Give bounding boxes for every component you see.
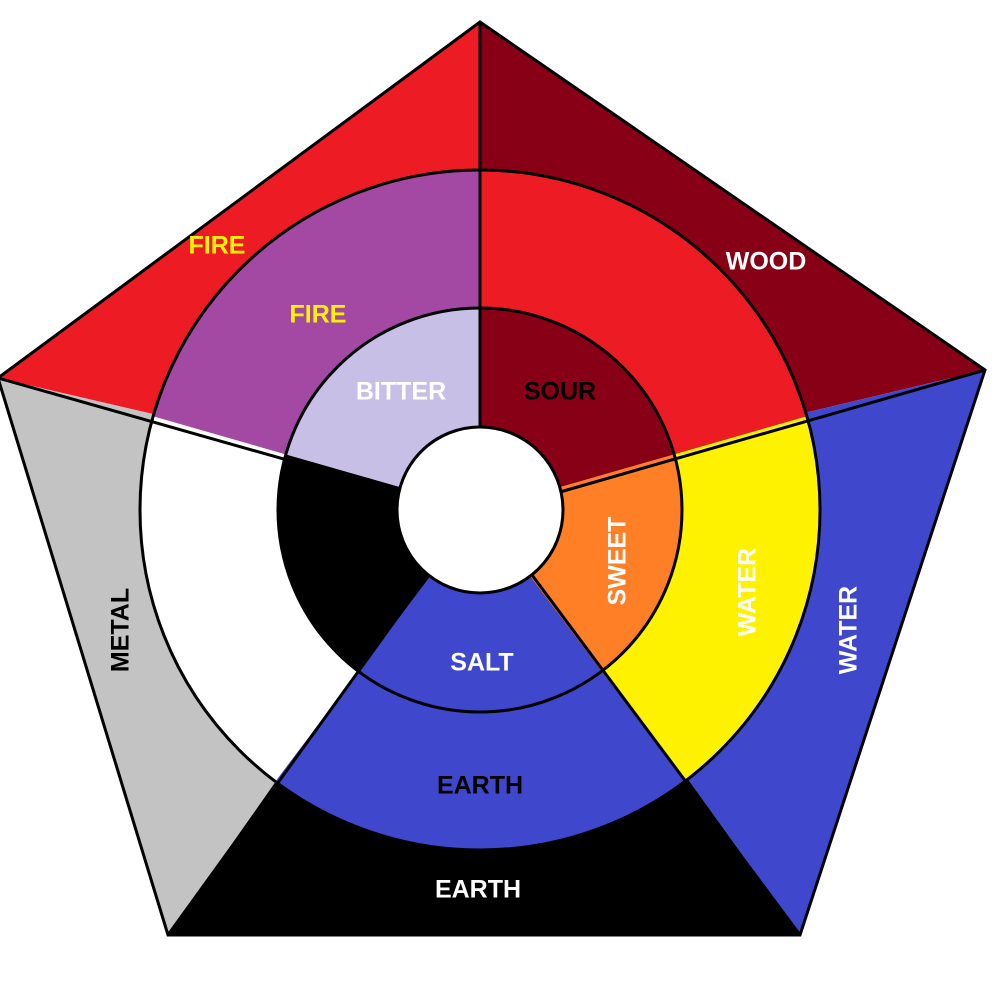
inner-sector-salt — [278, 454, 431, 672]
divider-wood-water — [559, 368, 986, 494]
center-hole — [397, 427, 563, 593]
outer-label-wood: WOOD — [726, 248, 807, 276]
outer-label-earth: EARTH — [435, 876, 521, 904]
middle-sector-air — [601, 416, 821, 782]
inner-sector-sweet — [358, 576, 602, 712]
inner-label-salt: SALT — [450, 649, 513, 677]
middle-sector-ether — [153, 170, 481, 455]
divider-water-earth — [530, 574, 802, 936]
outer-label-metal: METAL — [107, 588, 135, 672]
divider-metal-fire — [0, 377, 401, 494]
outlines — [0, 20, 987, 937]
inner-label-sweet: SWEET — [604, 517, 632, 606]
middle-label-ether: ETHER — [218, 546, 246, 631]
inner-label-bitter: BITTER — [356, 378, 446, 406]
pentagon-outline — [0, 20, 987, 937]
middle-ring — [139, 170, 821, 851]
inner-label-umami: UMAMI — [329, 522, 357, 607]
inner-sector-sour — [529, 454, 682, 672]
middle-label-fire: FIRE — [290, 301, 347, 329]
outer-label-fire: FIRE — [189, 232, 246, 260]
middle-sector-water — [275, 671, 685, 851]
middle-sector-earth — [139, 416, 359, 782]
inner-label-sour: SOUR — [524, 378, 596, 406]
outer-label-water: WATER — [835, 586, 863, 674]
divider-earth-metal — [166, 574, 430, 936]
middle-label-water: WATER — [734, 548, 762, 636]
middle-label-air: AIR — [622, 308, 665, 336]
middle-label-earth: EARTH — [437, 772, 523, 800]
middle-sector-fire — [480, 170, 807, 455]
labels: FIRE WOOD WATER EARTH METAL FIRE AIR WAT… — [107, 232, 863, 904]
